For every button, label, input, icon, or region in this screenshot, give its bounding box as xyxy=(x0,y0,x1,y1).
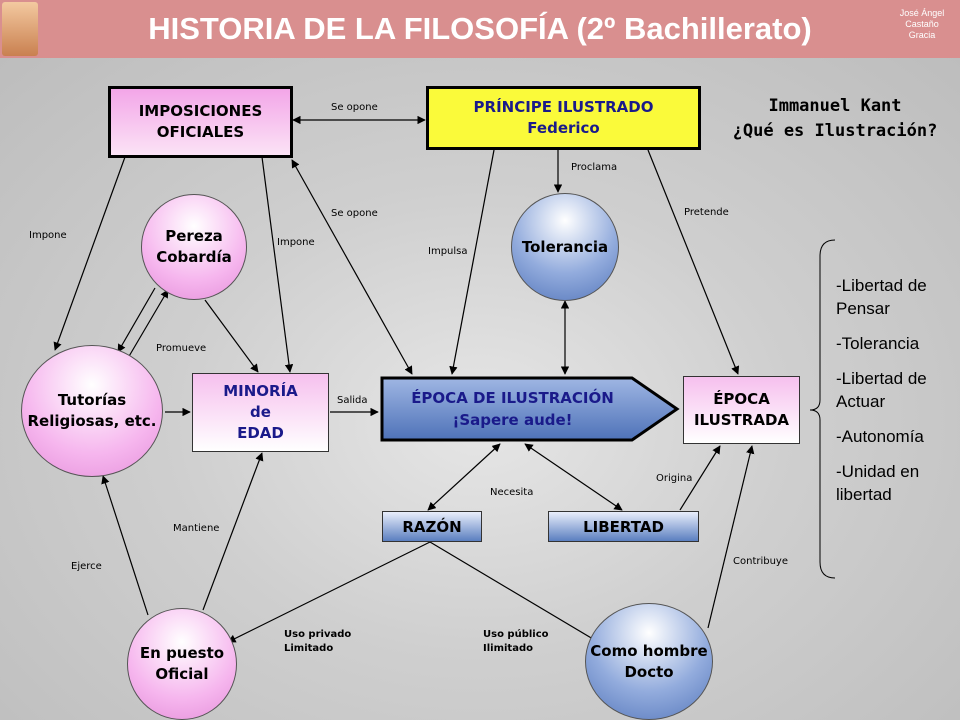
list-item-line: -Libertad de xyxy=(836,369,927,388)
label-line: Uso público xyxy=(483,629,549,640)
edge-impone-center xyxy=(261,156,294,373)
ideals-list: -Libertad de Pensar -Tolerancia -Liberta… xyxy=(836,274,956,518)
edge-mantiene xyxy=(202,452,264,611)
edge-necesita-libertad xyxy=(524,443,623,511)
list-item: -Libertad de Pensar xyxy=(836,274,956,320)
edge-impulsa xyxy=(449,149,495,375)
node-label: En puesto xyxy=(139,644,225,662)
label-proclama: Proclama xyxy=(571,162,618,173)
node-label: ÉPOCA DE ILUSTRACIÓN xyxy=(411,389,614,407)
label-contribuye: Contribuye xyxy=(733,556,789,567)
node-label: Federico xyxy=(527,119,600,137)
node-label: OFICIALES xyxy=(156,123,245,141)
edge-pereza-tutorias-a xyxy=(117,287,156,353)
node-label: Tutorías xyxy=(57,391,127,409)
node-como-hombre-docto: Como hombre Docto xyxy=(585,603,713,720)
node-label: Oficial xyxy=(155,665,209,683)
node-label: Religiosas, etc. xyxy=(27,412,157,430)
node-tutorias-religiosas: Tutorías Religiosas, etc. xyxy=(21,345,163,477)
logo-icon xyxy=(2,2,38,56)
node-epoca-ilustrada: ÉPOCA ILUSTRADA xyxy=(683,376,800,444)
label-impone-center: Impone xyxy=(277,237,315,248)
list-item-line: Actuar xyxy=(836,392,886,411)
label-line: Uso privado xyxy=(284,629,352,640)
edge-contribuye xyxy=(707,445,755,629)
node-label: ¡Sapere aude! xyxy=(452,411,573,429)
node-label: RAZÓN xyxy=(402,517,462,536)
node-libertad: LIBERTAD xyxy=(548,511,699,542)
node-label: EDAD xyxy=(237,424,284,442)
list-bracket xyxy=(809,239,836,579)
label-se-opone-top: Se opone xyxy=(331,102,378,113)
node-label: de xyxy=(250,403,271,421)
label-impulsa: Impulsa xyxy=(428,246,468,257)
kant-heading: Immanuel Kant ¿Qué es Ilustración? xyxy=(720,94,950,144)
edge-pereza-tutorias-b xyxy=(127,289,169,359)
label-pretende: Pretende xyxy=(684,207,729,218)
list-item-line: -Autonomía xyxy=(836,427,924,446)
node-label: Pereza xyxy=(165,227,223,245)
label-impone-left: Impone xyxy=(29,230,67,241)
edge-impone-left xyxy=(53,156,126,351)
edge-origina xyxy=(679,445,721,511)
label-line: Limitado xyxy=(284,643,334,654)
edge-ejerce xyxy=(101,475,149,616)
label-mantiene: Mantiene xyxy=(173,523,220,534)
node-label: ILUSTRADA xyxy=(693,411,790,429)
node-label: Cobardía xyxy=(156,248,232,266)
author-line: Gracia xyxy=(908,30,936,40)
label-ejerce: Ejerce xyxy=(71,561,102,572)
node-label: MINORÍA xyxy=(223,382,298,400)
author-line: José Ángel xyxy=(899,8,945,18)
node-principe-ilustrado: PRÍNCIPE ILUSTRADO Federico xyxy=(426,86,701,150)
header-bar: HISTORIA DE LA FILOSOFÍA (2º Bachillerat… xyxy=(0,0,960,58)
label-necesita: Necesita xyxy=(490,487,534,498)
page-title: HISTORIA DE LA FILOSOFÍA (2º Bachillerat… xyxy=(148,11,812,46)
list-item-line: -Tolerancia xyxy=(836,334,920,353)
label-origina: Origina xyxy=(656,473,693,484)
label-uso-publico: Uso público Ilimitado xyxy=(483,628,549,656)
node-label: IMPOSICIONES xyxy=(138,102,263,120)
edge-uso-publico xyxy=(429,541,599,643)
label-salida: Salida xyxy=(337,395,368,406)
edge-uso-privado xyxy=(227,541,431,643)
edge-necesita-razon xyxy=(427,443,501,511)
node-label: Docto xyxy=(624,662,674,681)
node-label: Tolerancia xyxy=(521,237,609,256)
edge-pretende xyxy=(647,149,740,375)
node-en-puesto-oficial: En puesto Oficial xyxy=(127,608,237,720)
list-item-line: -Libertad de xyxy=(836,276,927,295)
list-item: -Tolerancia xyxy=(836,332,956,355)
node-label: PRÍNCIPE ILUSTRADO xyxy=(473,98,654,116)
node-imposiciones-oficiales: IMPOSICIONES OFICIALES xyxy=(108,86,293,158)
label-se-opone-diagonal: Se opone xyxy=(331,208,378,219)
kant-name: Immanuel Kant xyxy=(768,96,902,116)
list-item-line: libertad xyxy=(836,485,892,504)
list-item: -Unidad en libertad xyxy=(836,460,956,506)
node-label: Como hombre xyxy=(590,641,708,660)
node-razon: RAZÓN xyxy=(382,511,482,542)
node-label: LIBERTAD xyxy=(583,517,664,536)
kant-question: ¿Qué es Ilustración? xyxy=(732,121,938,141)
label-uso-privado: Uso privado Limitado xyxy=(284,628,351,656)
edge-pereza-minoria xyxy=(204,299,259,373)
label-promueve: Promueve xyxy=(156,343,207,354)
list-item-line: Pensar xyxy=(836,299,890,318)
node-epoca-ilustracion: ÉPOCA DE ILUSTRACIÓN ¡Sapere aude! xyxy=(380,376,645,442)
node-pereza-cobardia: Pereza Cobardía xyxy=(141,194,247,300)
edge-se-opone-diagonal xyxy=(291,159,413,375)
author-line: Castaño xyxy=(905,19,939,29)
node-tolerancia: Tolerancia xyxy=(511,193,619,301)
node-epoca-ilustracion-shape xyxy=(380,376,680,442)
node-label: ÉPOCA xyxy=(713,390,770,408)
list-item: -Autonomía xyxy=(836,425,956,448)
label-line: Ilimitado xyxy=(483,643,533,654)
list-item: -Libertad de Actuar xyxy=(836,367,956,413)
list-item-line: -Unidad en xyxy=(836,462,920,481)
node-minoria-de-edad: MINORÍA de EDAD xyxy=(192,373,329,452)
author-credit: José Ángel Castaño Gracia xyxy=(892,8,952,41)
